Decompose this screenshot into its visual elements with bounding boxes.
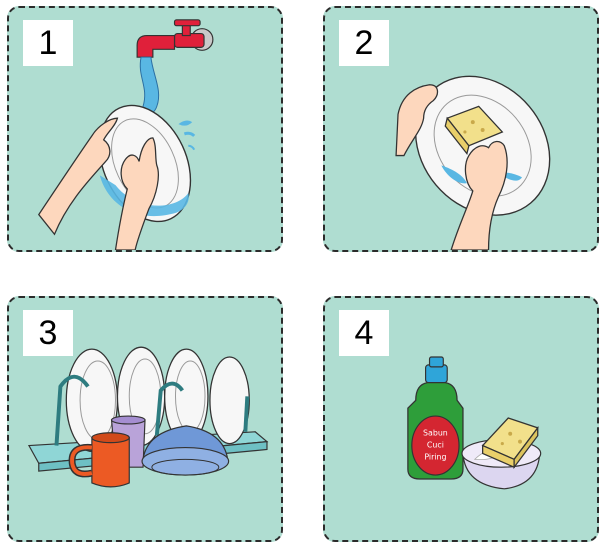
step-card-4: 4 Sabun Cuci Piring: [323, 296, 599, 542]
step-number: 2: [339, 20, 389, 66]
step-number: 1: [23, 20, 73, 66]
soap-label-line: Sabun: [423, 429, 448, 438]
step-card-1: 1: [7, 6, 283, 252]
rinse-plate-illustration: [37, 19, 214, 250]
soap-label-line: Cuci: [427, 441, 444, 450]
step-card-2: 2: [323, 6, 599, 252]
mug-icon: [68, 432, 130, 488]
soap-and-sponge-illustration: Sabun Cuci Piring: [407, 356, 542, 490]
scrub-plate-illustration: [395, 75, 551, 250]
step-number: 3: [23, 310, 73, 356]
drying-rack-illustration: [27, 346, 269, 488]
soap-label-line: Piring: [424, 452, 446, 461]
sponge-icon: [444, 105, 504, 156]
bowl-icon: [141, 425, 230, 476]
step-card-3: 3: [7, 296, 283, 542]
hands-icon: [395, 84, 508, 250]
hands-icon: [37, 117, 159, 250]
plates-icon: [54, 346, 250, 453]
dish-soap-bottle-icon: Sabun Cuci Piring: [407, 356, 464, 480]
step-number: 4: [339, 310, 389, 356]
sponge-icon: [481, 417, 539, 470]
faucet-icon: [136, 19, 214, 58]
